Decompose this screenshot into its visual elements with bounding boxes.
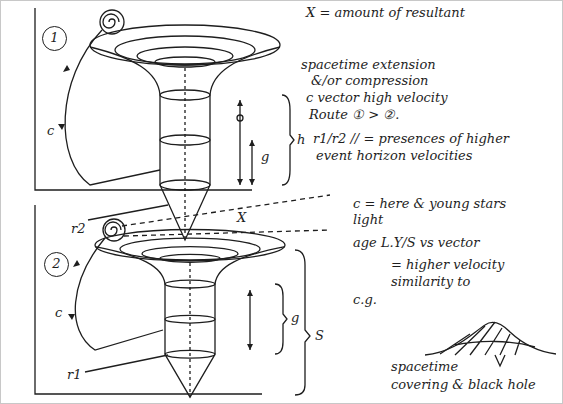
arrowhead bbox=[73, 260, 80, 267]
handwritten-note: X bbox=[236, 211, 247, 225]
axis bbox=[35, 8, 252, 190]
arrowhead bbox=[249, 140, 255, 185]
arrowhead bbox=[247, 290, 253, 350]
handwritten-note: spacetime bbox=[390, 360, 459, 374]
dimension-line bbox=[240, 100, 252, 185]
handwritten-note: r1/r2 // = presences of higher bbox=[312, 132, 510, 146]
star-body bbox=[100, 10, 124, 34]
handwritten-note: light bbox=[352, 213, 384, 227]
handwritten-note: r1 bbox=[66, 368, 83, 382]
bracket bbox=[282, 95, 294, 185]
circled-number-text: 1 bbox=[50, 31, 58, 45]
handwritten-note: g bbox=[290, 311, 300, 325]
dimension-line bbox=[249, 290, 250, 350]
arrowhead bbox=[63, 65, 70, 72]
handwritten-note: spacetime extension bbox=[300, 58, 437, 72]
spacetime-funnel bbox=[90, 25, 280, 240]
handwritten-note: covering & black hole bbox=[390, 378, 537, 392]
radius-line bbox=[85, 355, 168, 372]
handwritten-note: c.g. bbox=[352, 293, 378, 307]
arrowhead bbox=[237, 100, 243, 185]
handwritten-note: S bbox=[314, 329, 325, 343]
handwritten-note: Route ① > ②. bbox=[308, 108, 400, 122]
handwritten-note: h bbox=[296, 133, 306, 147]
light-path bbox=[75, 238, 163, 350]
handwritten-note: c = here & young stars bbox=[352, 197, 507, 211]
spacetime-funnel bbox=[95, 230, 285, 398]
handwritten-note: r2 bbox=[70, 222, 87, 236]
handwritten-note: age L.Y/S vs vector bbox=[352, 236, 480, 250]
bracket bbox=[275, 284, 287, 354]
star-body bbox=[103, 219, 125, 241]
handwritten-note: c bbox=[46, 124, 55, 138]
arrowhead bbox=[58, 124, 65, 130]
radius-line bbox=[88, 205, 168, 220]
handwritten-note: X = amount of resultant bbox=[305, 6, 466, 20]
circled-number: 2 bbox=[44, 252, 69, 277]
vector-line bbox=[122, 195, 330, 226]
handwritten-note: c bbox=[54, 306, 63, 320]
star-spiral bbox=[103, 14, 119, 28]
arrowhead bbox=[68, 314, 75, 320]
circled-number: 1 bbox=[42, 26, 67, 51]
black-hole-funnel bbox=[495, 355, 505, 366]
marker bbox=[237, 115, 243, 121]
star-spiral bbox=[105, 222, 121, 236]
spacetime-surface bbox=[425, 322, 556, 355]
handwritten-note: g bbox=[260, 150, 270, 164]
handwritten-note: c vector high velocity bbox=[305, 91, 449, 105]
handwritten-note: event horizon velocities bbox=[315, 149, 473, 163]
circled-number-text: 2 bbox=[52, 257, 60, 271]
handwritten-note: &/or compression bbox=[310, 74, 430, 88]
handwritten-note: = higher velocity bbox=[390, 258, 505, 272]
vector-line bbox=[124, 230, 330, 236]
light-path bbox=[65, 30, 160, 185]
surface-mesh bbox=[440, 322, 535, 355]
handwritten-note: similarity to bbox=[390, 275, 471, 289]
